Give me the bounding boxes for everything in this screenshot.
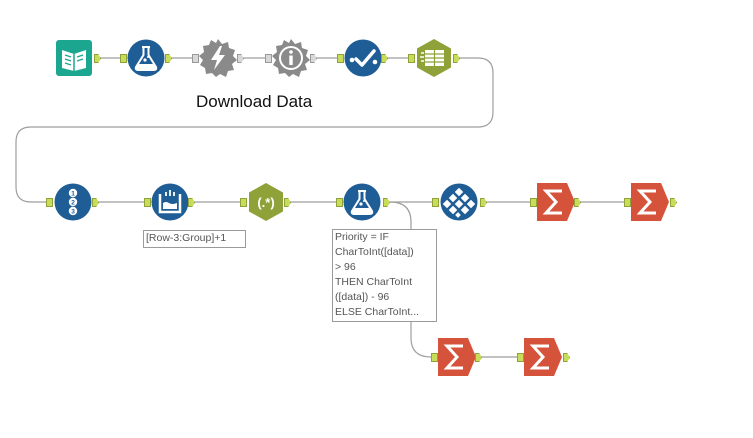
output-anchor[interactable] <box>310 54 317 63</box>
input-anchor[interactable] <box>408 54 415 63</box>
verify-tool[interactable] <box>344 39 382 77</box>
sigma-icon <box>631 183 669 221</box>
checkmark-icon <box>344 39 382 77</box>
formula-tool[interactable] <box>127 39 165 77</box>
flask-icon <box>127 39 165 77</box>
flask-icon <box>343 183 381 221</box>
sigma-icon <box>537 183 575 221</box>
annotation-formula: Priority = IF CharToInt([data]) > 96 THE… <box>332 229 437 322</box>
unique-tool[interactable] <box>440 183 478 221</box>
input-anchor[interactable] <box>192 54 199 63</box>
message-tool[interactable] <box>272 39 310 77</box>
record-id-tool[interactable]: 1 2 3 <box>54 183 92 221</box>
output-anchor[interactable] <box>188 198 195 207</box>
sigma-icon <box>524 338 562 376</box>
input-anchor[interactable] <box>530 198 537 207</box>
output-anchor[interactable] <box>574 198 581 207</box>
numbered-list-icon: 1 2 3 <box>54 183 92 221</box>
output-anchor[interactable] <box>94 54 101 63</box>
output-anchor[interactable] <box>284 198 291 207</box>
output-anchor[interactable] <box>237 54 244 63</box>
diamond-grid-icon <box>440 183 478 221</box>
book-icon <box>56 40 92 76</box>
input-anchor[interactable] <box>431 353 438 362</box>
input-anchor[interactable] <box>336 198 343 207</box>
input-anchor[interactable] <box>337 54 344 63</box>
action-tool[interactable] <box>199 39 237 77</box>
input-anchor[interactable] <box>432 198 439 207</box>
table-icon <box>417 39 451 77</box>
text-to-columns-tool[interactable] <box>415 39 453 77</box>
input-anchor[interactable] <box>517 353 524 362</box>
sigma-icon <box>438 338 476 376</box>
output-anchor[interactable] <box>383 198 390 207</box>
output-anchor[interactable] <box>165 54 172 63</box>
lightning-icon <box>199 39 237 77</box>
svg-text:1: 1 <box>71 190 75 197</box>
summarize-tool[interactable] <box>438 338 476 376</box>
output-anchor[interactable] <box>381 54 388 63</box>
input-anchor[interactable] <box>144 198 151 207</box>
summarize-tool[interactable] <box>537 183 575 221</box>
output-anchor[interactable] <box>453 54 460 63</box>
container-label: Download Data <box>196 92 313 111</box>
regex-tool[interactable]: (.*) <box>247 183 285 221</box>
svg-text:2: 2 <box>71 199 75 206</box>
input-anchor[interactable] <box>265 54 272 63</box>
input-anchor[interactable] <box>624 198 631 207</box>
output-anchor[interactable] <box>480 198 487 207</box>
input-anchor[interactable] <box>240 198 247 207</box>
multirow-icon <box>151 183 189 221</box>
summarize-tool[interactable] <box>631 183 669 221</box>
regex-icon: (.*) <box>249 183 283 221</box>
svg-text:(.*): (.*) <box>257 195 274 210</box>
output-anchor[interactable] <box>670 198 677 207</box>
formula-tool[interactable] <box>343 183 381 221</box>
output-anchor[interactable] <box>475 353 482 362</box>
input-anchor[interactable] <box>46 198 53 207</box>
multi-row-formula-tool[interactable] <box>151 183 189 221</box>
annotation-multirow: [Row-3:Group]+1 <box>143 230 246 248</box>
info-icon <box>272 39 310 77</box>
input-anchor[interactable] <box>120 54 127 63</box>
input-data-tool[interactable] <box>55 39 93 77</box>
svg-text:3: 3 <box>71 208 75 215</box>
output-anchor[interactable] <box>92 198 99 207</box>
summarize-tool[interactable] <box>524 338 562 376</box>
output-anchor[interactable] <box>563 353 570 362</box>
